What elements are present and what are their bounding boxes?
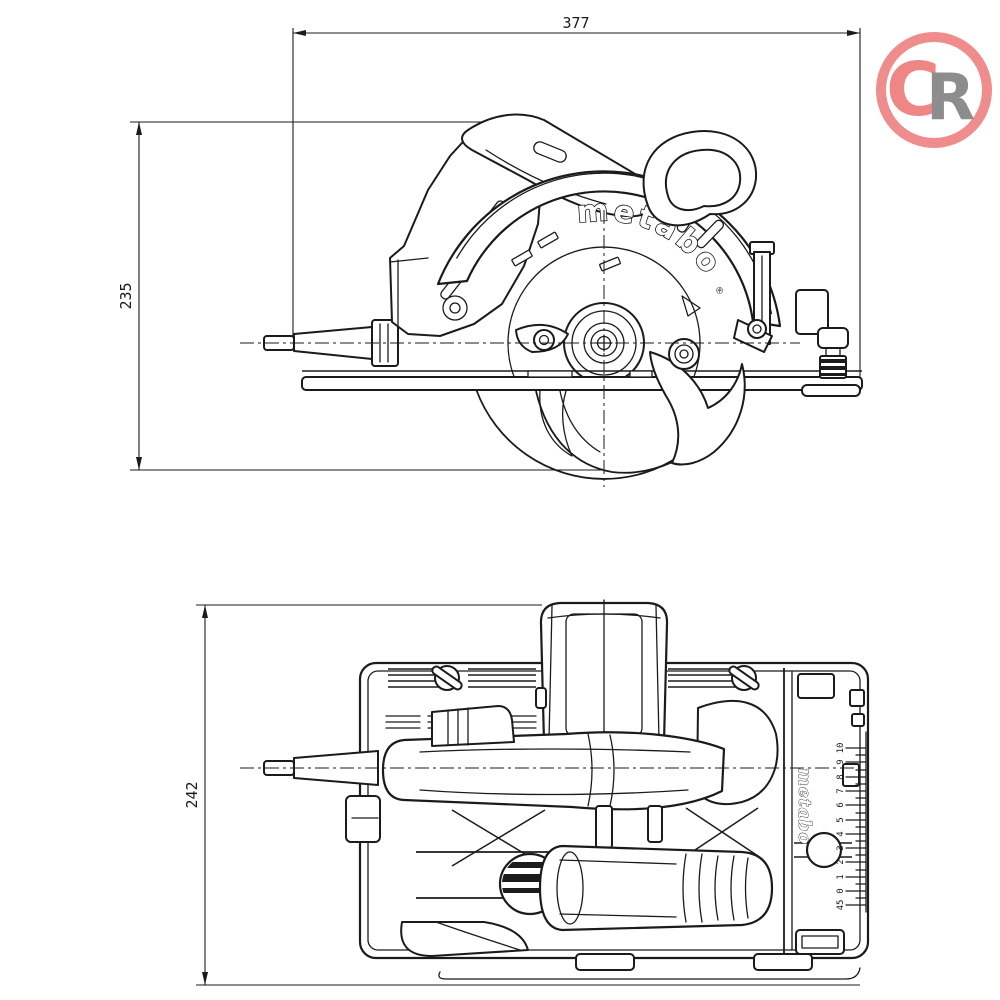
dimension-overall-height: 235 (117, 121, 602, 471)
dimension-depth-value: 242 (183, 781, 201, 808)
logo-ring (876, 32, 992, 148)
guard-slot (599, 256, 621, 272)
scale-label: 4 (836, 831, 846, 836)
saw-blade-and-lower-guard (475, 338, 746, 480)
front-loop-handle (642, 130, 758, 227)
scale-label: 0 (836, 888, 846, 893)
dimension-overall-width: 377 (292, 14, 861, 383)
scale-label: 8 (836, 774, 846, 779)
bevel-panel: metabo (783, 668, 865, 955)
arrowhead-bottom (136, 457, 142, 470)
arrowhead-top (202, 605, 208, 618)
scale-label: 3 (836, 845, 846, 850)
lower-guard-fin (649, 351, 746, 466)
guard-slot (537, 231, 559, 249)
logo-letter-c: C (886, 47, 940, 133)
left-edge-tab (345, 795, 381, 843)
scale-label: 2 (836, 859, 846, 864)
rear-grip-top (538, 844, 774, 932)
depth-scale-ruler: 10 9 8 7 6 5 4 3 2 1 0 45 (836, 731, 867, 913)
motor-barrel-top (535, 599, 669, 747)
scale-label: 1 (836, 874, 846, 879)
scale-label: 7 (836, 788, 846, 793)
frame-braces (451, 805, 759, 867)
lower-guard-lever (515, 323, 569, 353)
cord-strain-relief-top (431, 705, 515, 747)
arrowhead-bottom (202, 972, 208, 985)
scale-label: 9 (836, 759, 846, 764)
guard-slot (681, 295, 701, 317)
side-view-circular-saw: metabo ® (240, 113, 863, 487)
arrowhead-left (293, 30, 306, 36)
spindle-lock (535, 687, 547, 709)
motor-script-brand: metabo (794, 768, 814, 845)
housing-screw (442, 295, 468, 321)
logo-letter-r: R (926, 61, 975, 135)
dimension-overall-depth: 242 (183, 604, 860, 986)
plate-screw-left (431, 665, 463, 691)
dimension-width-value: 377 (562, 14, 589, 32)
guard-slot (511, 249, 533, 267)
dimension-height-value: 235 (117, 282, 135, 309)
handle-lock-button (533, 141, 567, 163)
scale-label: 5 (836, 817, 846, 822)
guard-pivot-bolt (668, 338, 700, 370)
base-plate-side (301, 370, 863, 397)
bevel-lock-screw (805, 831, 843, 869)
arrowhead-right (847, 30, 860, 36)
scale-label: 45 (836, 900, 846, 911)
handle-tube-top (381, 705, 726, 811)
clamp-knob (817, 327, 849, 349)
top-view-circular-saw: metabo 10 9 8 7 6 5 4 3 2 1 0 45 (240, 599, 870, 980)
arrowhead-top (136, 122, 142, 135)
guard-vent-slot (695, 219, 725, 249)
watermark-logo: C R (876, 32, 992, 148)
plate-bottom-details (345, 795, 861, 980)
depth-guide-assembly (733, 241, 849, 379)
registered-mark: ® (712, 285, 725, 298)
bevel-pivot (747, 319, 767, 339)
scale-label: 6 (836, 802, 846, 807)
scale-label: 10 (836, 743, 846, 754)
plate-screw-right (728, 665, 760, 691)
